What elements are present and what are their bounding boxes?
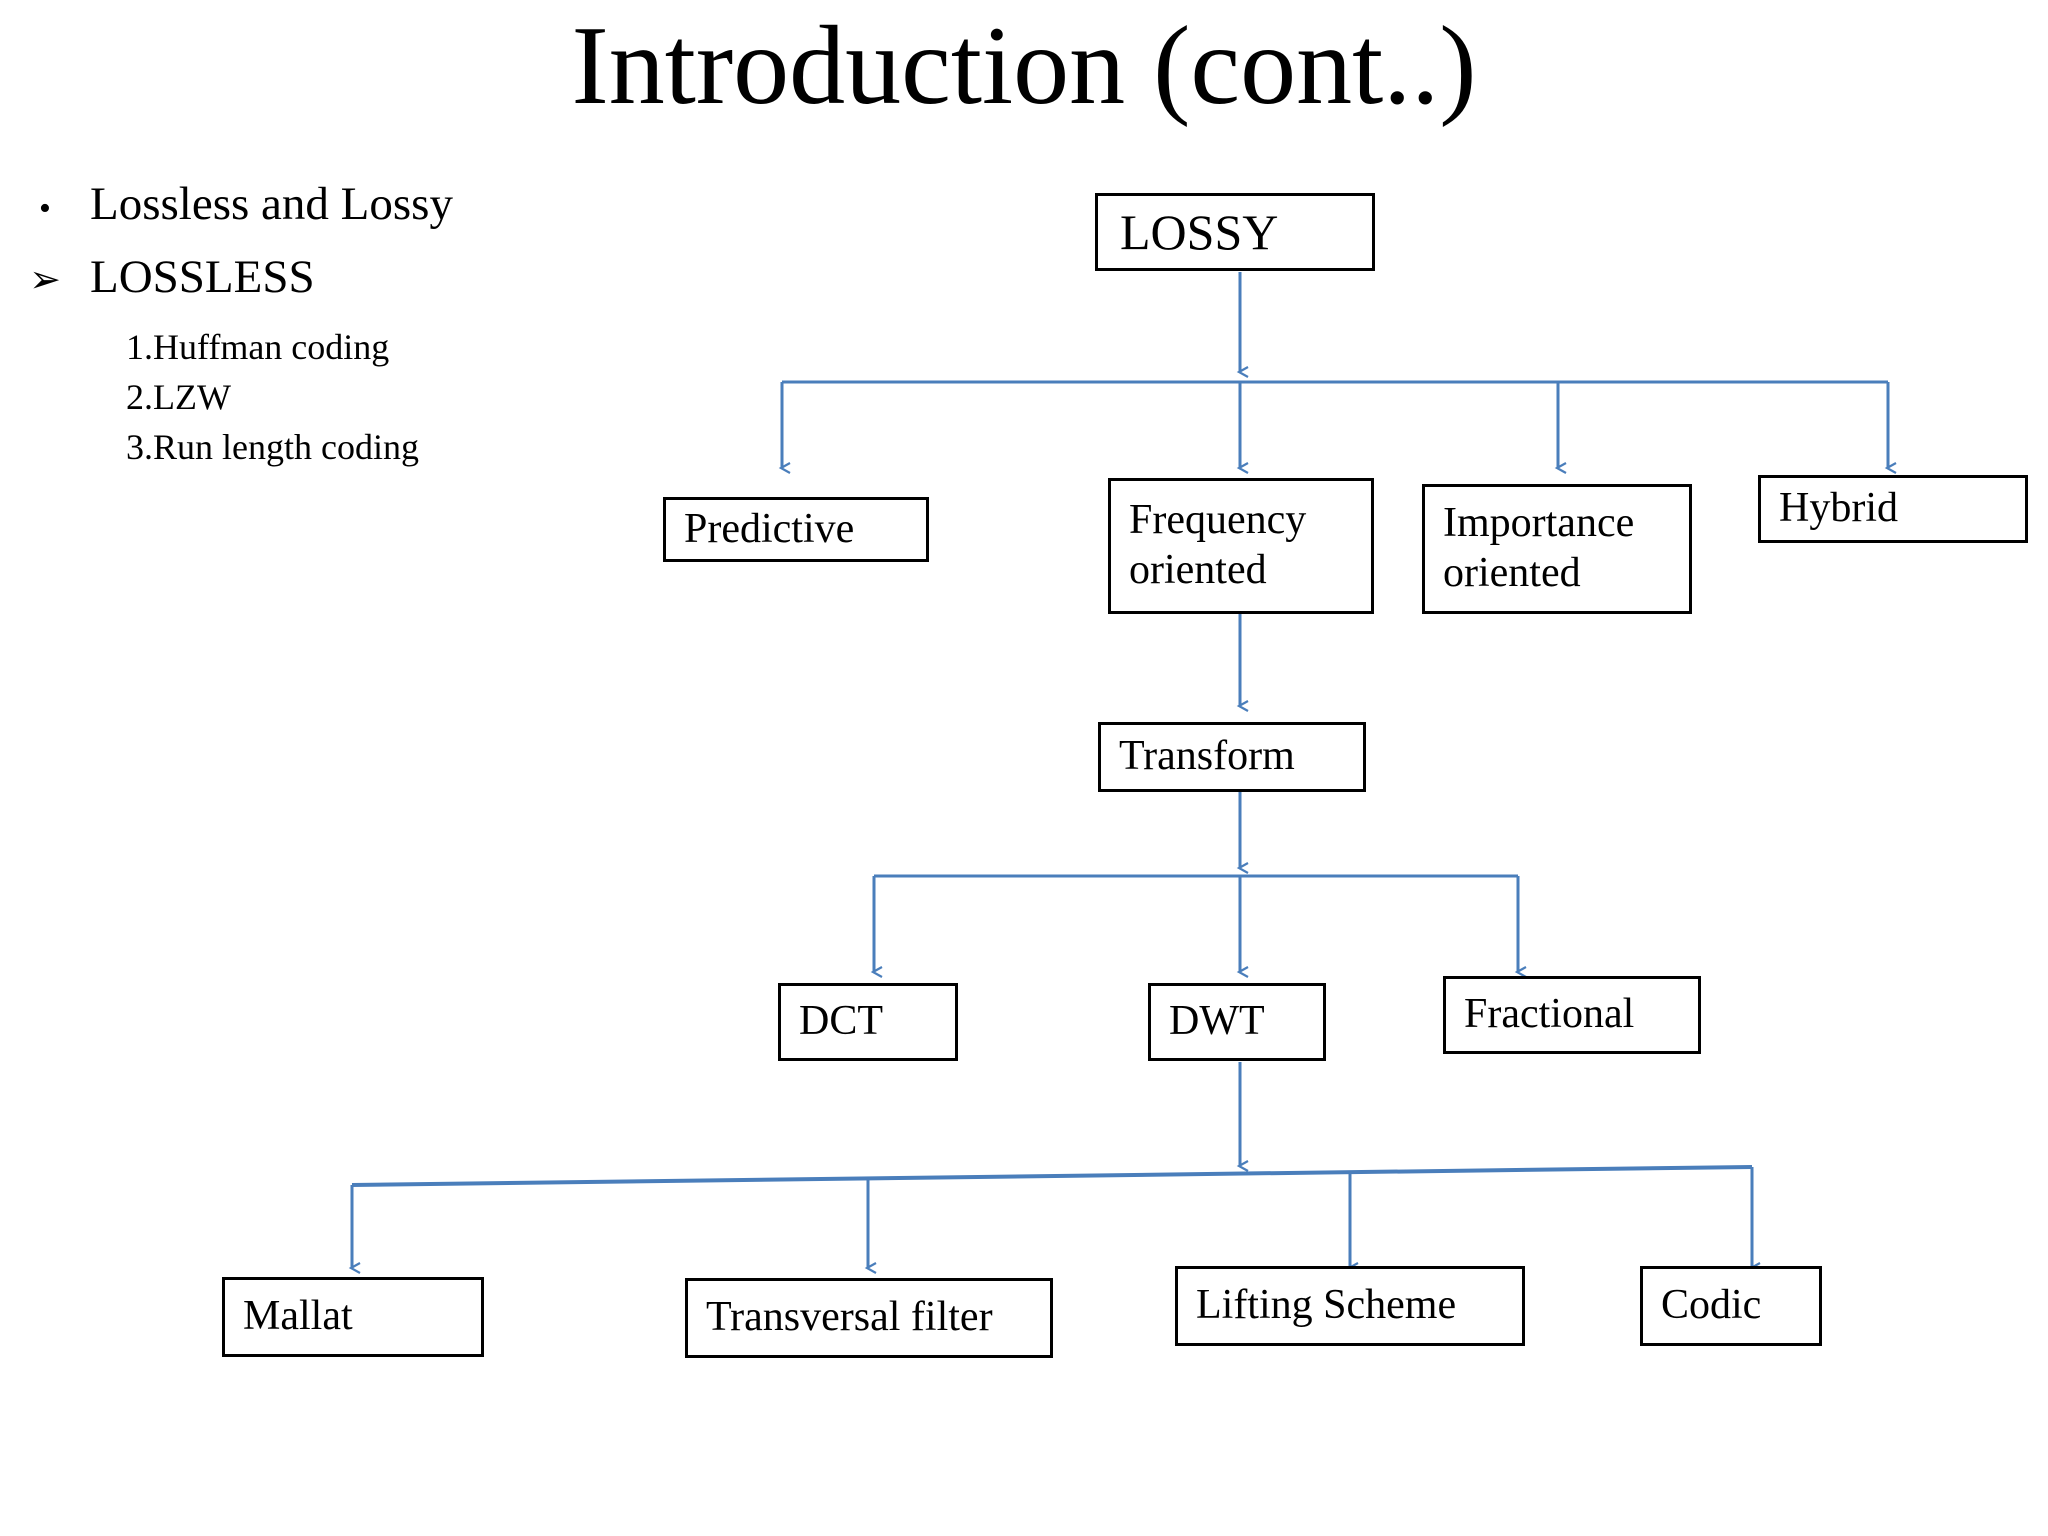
node-predictive-label: Predictive xyxy=(684,505,855,552)
node-transform[interactable]: Transform xyxy=(1098,722,1366,792)
node-lossy[interactable]: LOSSY xyxy=(1095,193,1375,271)
bullet-dot-icon: • xyxy=(39,190,51,227)
node-importance-oriented-label: Importance oriented xyxy=(1443,500,1635,596)
node-lifting-scheme[interactable]: Lifting Scheme xyxy=(1175,1266,1525,1346)
bullet-item-1: ➢ LOSSLESS xyxy=(0,251,640,304)
node-dct-label: DCT xyxy=(799,998,883,1045)
node-fractional[interactable]: Fractional xyxy=(1443,976,1701,1054)
sub-list-item-1: 2.LZW xyxy=(126,376,231,417)
node-mallat-label: Mallat xyxy=(243,1293,353,1340)
bullet-arrow-icon: ➢ xyxy=(29,258,61,301)
node-transversal-filter-label: Transversal filter xyxy=(706,1294,993,1341)
bullet-list: • Lossless and Lossy ➢ LOSSLESS 1.Huffma… xyxy=(0,178,640,472)
node-transversal-filter[interactable]: Transversal filter xyxy=(685,1278,1053,1358)
node-frequency-oriented-label: Frequency oriented xyxy=(1129,497,1307,593)
node-codic-label: Codic xyxy=(1661,1282,1762,1329)
node-lifting-scheme-label: Lifting Scheme xyxy=(1196,1282,1457,1329)
sub-list-item-2: 3.Run length coding xyxy=(126,426,419,467)
numbered-sub-list: 1.Huffman coding 2.LZW 3.Run length codi… xyxy=(126,323,640,472)
node-importance-oriented[interactable]: Importance oriented xyxy=(1422,484,1692,614)
node-hybrid-label: Hybrid xyxy=(1779,485,1898,532)
node-codic[interactable]: Codic xyxy=(1640,1266,1822,1346)
node-dct[interactable]: DCT xyxy=(778,983,958,1061)
node-transform-label: Transform xyxy=(1119,733,1295,780)
bullet-item-1-label: LOSSLESS xyxy=(90,250,315,303)
bullet-item-0-label: Lossless and Lossy xyxy=(90,178,453,230)
node-frequency-oriented[interactable]: Frequency oriented xyxy=(1108,478,1374,614)
node-hybrid[interactable]: Hybrid xyxy=(1758,475,2028,543)
node-dwt[interactable]: DWT xyxy=(1148,983,1326,1061)
bullet-item-0: • Lossless and Lossy xyxy=(0,178,640,231)
node-predictive[interactable]: Predictive xyxy=(663,497,929,562)
node-mallat[interactable]: Mallat xyxy=(222,1277,484,1357)
node-fractional-label: Fractional xyxy=(1464,991,1635,1038)
sub-list-item-0: 1.Huffman coding xyxy=(126,327,390,368)
node-dwt-label: DWT xyxy=(1169,998,1265,1045)
node-lossy-label: LOSSY xyxy=(1120,203,1279,260)
page-title: Introduction (cont..) xyxy=(571,4,1477,128)
